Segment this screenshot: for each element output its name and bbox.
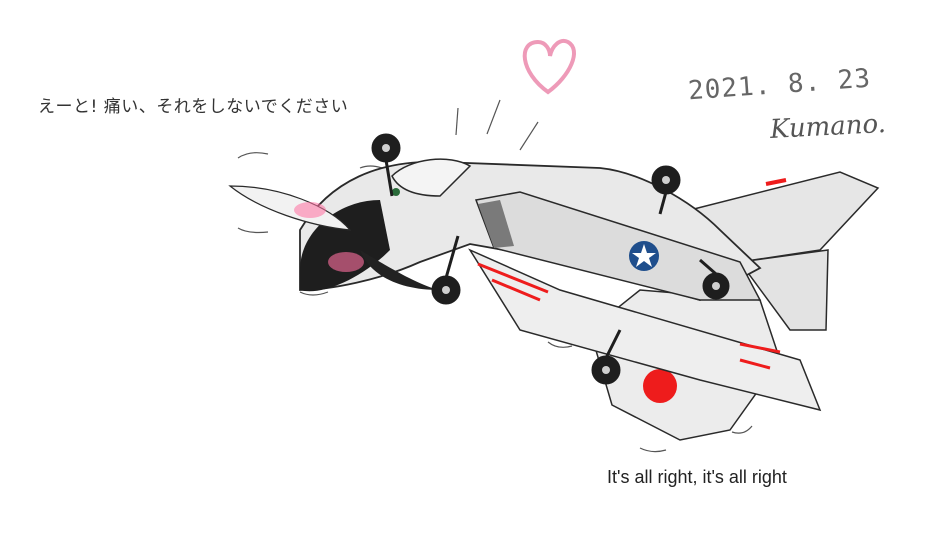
motion-lines <box>237 99 753 453</box>
propeller-blade-right <box>360 250 440 290</box>
heart-icon <box>522 39 576 95</box>
artist-signature: Kumano. <box>769 108 887 146</box>
swept-wing <box>468 248 822 412</box>
red-stripe <box>765 178 787 186</box>
wheel-hubs <box>382 144 720 374</box>
red-stripes-wing <box>477 262 781 370</box>
eye <box>392 188 400 196</box>
blush-nose <box>328 252 364 272</box>
hinomaru-roundel <box>643 369 677 403</box>
propeller-blade-left <box>228 185 352 231</box>
star-icon <box>632 244 656 267</box>
japanese-caption: えーと! 痛い、それをしないでください <box>38 97 349 117</box>
blush-cheek <box>294 202 326 218</box>
tail-fin <box>738 249 829 331</box>
wing-shading <box>478 200 514 248</box>
canopy <box>391 158 472 197</box>
english-caption: It's all right, it's all right <box>607 467 787 487</box>
